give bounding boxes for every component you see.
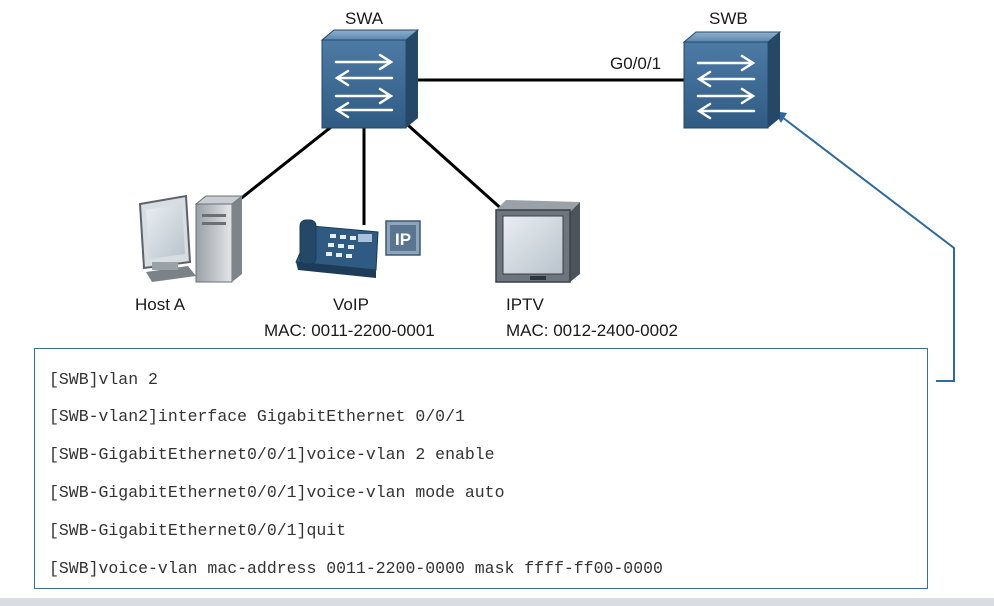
iptv-mac-label: MAC: 0012-2400-0002 [506, 321, 679, 340]
swb-switch-icon[interactable] [682, 31, 782, 129]
iptv-monitor-icon[interactable] [495, 200, 580, 283]
bottom-divider [0, 598, 994, 606]
cli-line: [SWB-vlan2]interface GigabitEthernet 0/0… [49, 407, 465, 426]
swa-label: SWA [345, 9, 384, 28]
port-label: G0/0/1 [610, 54, 662, 73]
cli-line: [SWB]vlan 2 [49, 370, 158, 389]
host-computer-icon[interactable] [138, 194, 244, 283]
iptv-label: IPTV [506, 295, 544, 314]
swa-switch-icon[interactable] [320, 29, 420, 129]
cli-line: [SWB]voice-vlan mac-address 0011-2200-00… [49, 559, 663, 578]
callout-connector [774, 111, 955, 382]
voip-label: VoIP [333, 295, 369, 314]
cli-config-box: [SWB]vlan 2 [SWB-vlan2]interface Gigabit… [34, 348, 928, 589]
cli-line: [SWB-GigabitEthernet0/0/1]quit [49, 521, 347, 540]
network-links [219, 78, 688, 225]
voip-ip-badge: IP [395, 230, 411, 249]
link-swa-iptv [398, 116, 507, 214]
cli-line: [SWB-GigabitEthernet0/0/1]voice-vlan mod… [49, 483, 505, 502]
voip-mac-label: MAC: 0011-2200-0001 [264, 321, 435, 340]
callout-line [777, 113, 955, 382]
host-a-label: Host A [135, 295, 186, 314]
swb-label: SWB [709, 9, 748, 28]
voip-phone-icon[interactable]: IP [295, 219, 421, 278]
cli-line: [SWB-GigabitEthernet0/0/1]voice-vlan 2 e… [49, 445, 495, 464]
